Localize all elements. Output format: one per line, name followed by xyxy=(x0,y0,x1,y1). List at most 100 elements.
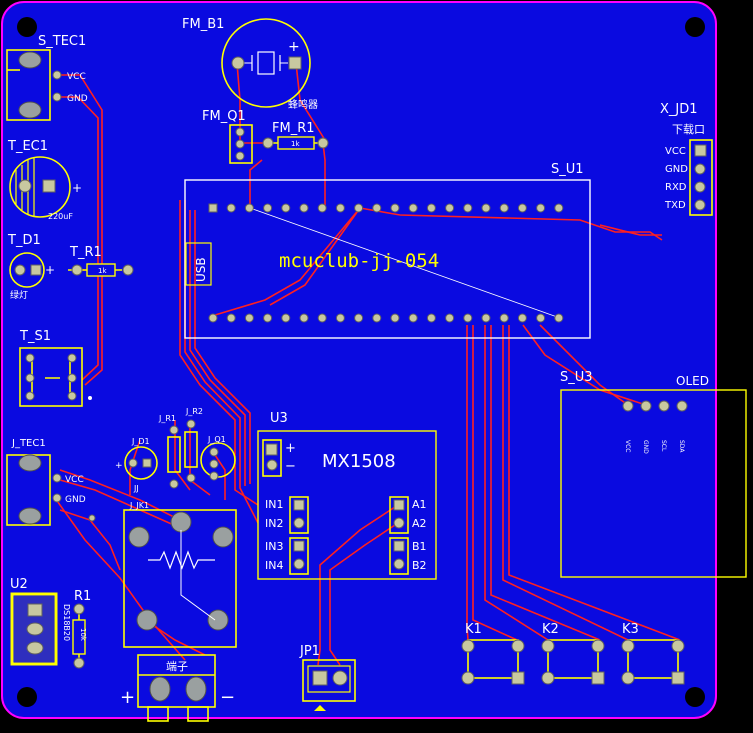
t-ec1-value: 220uF xyxy=(48,212,73,221)
botpins-pad xyxy=(263,313,273,323)
j-tec1-gnd: GND xyxy=(65,495,86,505)
u2-ds18b20[interactable]: U2 DS18B20 xyxy=(10,577,71,666)
j-r2-label: J_R2 xyxy=(185,407,203,416)
usb-label: USB xyxy=(194,257,208,282)
toppins-pad xyxy=(481,203,491,213)
svg-text:−: − xyxy=(220,687,235,708)
a1-label: A1 xyxy=(412,498,427,511)
t-r1-label: T_R1 xyxy=(69,245,102,260)
in3-label: IN3 xyxy=(265,540,283,553)
mx1508-label: MX1508 xyxy=(322,451,396,472)
mount-hole-br xyxy=(685,687,705,707)
in1-label: IN1 xyxy=(265,498,283,511)
oled-label: OLED xyxy=(676,374,709,388)
botpins-pad xyxy=(445,313,455,323)
x-jd1-txd: TXD xyxy=(664,200,686,211)
t-ec1-label: T_EC1 xyxy=(7,139,48,154)
toppins-pad xyxy=(390,203,400,213)
t-ec1-capacitor[interactable]: + T_EC1 220uF xyxy=(7,139,82,221)
t-s1-switch[interactable]: T_S1 xyxy=(19,329,92,407)
botpins-pad xyxy=(408,313,418,323)
oled-pin-scl: SCL xyxy=(660,440,667,452)
terminal-block[interactable]: + − 端子 xyxy=(120,654,235,722)
k3-label: K3 xyxy=(622,622,639,637)
t-s1-label: T_S1 xyxy=(19,329,51,344)
j-jk1-potentiometer[interactable]: J_JK1 xyxy=(123,501,237,648)
fm-q1-transistor[interactable]: FM_Q1 xyxy=(202,109,253,164)
mcu-bottom-pin-row xyxy=(208,313,564,323)
j-tec1-vcc: VCC xyxy=(65,475,84,485)
k3-button[interactable]: K3 xyxy=(621,622,685,685)
j-small-components[interactable]: J_D1 JJ + J_R1 J_R2 J_Q1 xyxy=(115,407,236,493)
j-q1-label: J_Q1 xyxy=(207,435,226,444)
botpins-pad xyxy=(554,313,564,323)
botpins-pad xyxy=(317,313,327,323)
toppins-pad xyxy=(372,203,382,213)
jp1-header[interactable]: JP1 xyxy=(299,644,356,711)
toppins-pad xyxy=(536,203,546,213)
u3-motor-driver[interactable]: + − U3 MX1508 IN1 IN2 IN3 IN4 A1 A2 B1 B… xyxy=(257,411,437,580)
svg-text:+: + xyxy=(120,687,135,708)
toppins-pad xyxy=(226,203,236,213)
r1-resistor[interactable]: R1 10k xyxy=(72,589,91,669)
toppins-pad xyxy=(299,203,309,213)
svg-text:+: + xyxy=(45,263,55,277)
oled-pin-gnd: GND xyxy=(642,440,649,454)
t-r1-value: 1k xyxy=(98,267,107,275)
botpins-pad xyxy=(499,313,509,323)
s-u3-oled-module[interactable]: S_U3 OLED VCC GND SCL SDA xyxy=(560,370,747,578)
k1-button[interactable]: K1 xyxy=(461,622,525,685)
j-tec1-connector[interactable]: J_TEC1 VCC GND xyxy=(6,438,96,526)
t-d1-led[interactable]: + T_D1 绿灯 xyxy=(7,233,55,301)
x-jd1-vcc: VCC xyxy=(665,146,686,157)
traces xyxy=(54,62,681,666)
board-copper xyxy=(1,1,717,719)
toppins-pad xyxy=(426,203,436,213)
x-jd1-label: X_JD1 xyxy=(660,102,698,117)
s-tec1-connector[interactable]: S_TEC1 VCC GND xyxy=(6,34,88,121)
k1-label: K1 xyxy=(465,622,482,637)
t-d1-label: T_D1 xyxy=(7,233,41,248)
toppins-pad xyxy=(263,203,273,213)
botpins-pad xyxy=(335,313,345,323)
svg-text:+: + xyxy=(288,39,300,55)
r1-value: 10k xyxy=(79,628,87,642)
toppins-pad xyxy=(354,203,364,213)
mount-hole-tr xyxy=(685,17,705,37)
botpins-pad xyxy=(226,313,236,323)
jp1-label: JP1 xyxy=(299,644,320,659)
a2-label: A2 xyxy=(412,517,427,530)
x-jd1-download-header[interactable]: X_JD1 下载口 VCC GND RXD TXD xyxy=(660,102,713,216)
u3-minus: − xyxy=(285,459,296,474)
mcu-top-pin-row xyxy=(208,203,564,213)
j-tec1-label: J_TEC1 xyxy=(11,438,46,449)
x-jd1-rxd: RXD xyxy=(665,182,687,193)
s-tec1-gnd-label: GND xyxy=(67,94,88,104)
b1-label: B1 xyxy=(412,540,427,553)
toppins-pad xyxy=(517,203,527,213)
fm-b1-buzzer[interactable]: + FM_B1 蜂鸣器 xyxy=(182,17,318,111)
t-r1-resistor[interactable]: T_R1 1k xyxy=(68,245,134,277)
mcu-label: mcuclub-jj-054 xyxy=(279,250,439,272)
toppins-pad xyxy=(335,203,345,213)
in4-label: IN4 xyxy=(265,559,283,572)
jj-label: JJ xyxy=(133,484,139,493)
u3-plus: + xyxy=(285,441,296,456)
b2-label: B2 xyxy=(412,559,427,572)
botpins-pad xyxy=(481,313,491,323)
botpins-pad xyxy=(426,313,436,323)
mount-hole-bl xyxy=(17,687,37,707)
x-jd1-cn: 下载口 xyxy=(672,123,705,136)
s-u1-mcu-module[interactable]: S_U1 USB mcuclub-jj-054 xyxy=(184,162,591,339)
oled-pin-vcc: VCC xyxy=(624,440,631,452)
svg-text:+: + xyxy=(72,181,82,195)
toppins-pad xyxy=(554,203,564,213)
in2-label: IN2 xyxy=(265,517,283,530)
toppins-pad xyxy=(317,203,327,213)
s-u1-label: S_U1 xyxy=(551,162,584,177)
k2-button[interactable]: K2 xyxy=(541,622,605,685)
fm-r1-resistor[interactable]: FM_R1 1k xyxy=(262,121,329,150)
botpins-pad xyxy=(517,313,527,323)
